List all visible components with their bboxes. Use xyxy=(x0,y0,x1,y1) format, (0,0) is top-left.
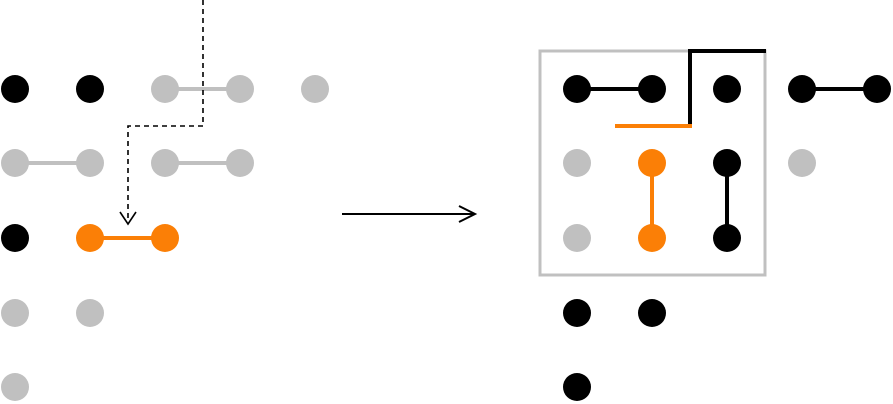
gray-node xyxy=(226,75,254,103)
gray-node xyxy=(226,149,254,177)
black-node xyxy=(638,75,666,103)
orange-node xyxy=(638,149,666,177)
gray-node xyxy=(151,75,179,103)
left-panel xyxy=(1,0,329,401)
black-node xyxy=(713,149,741,177)
gray-node xyxy=(76,299,104,327)
black-node xyxy=(563,299,591,327)
black-node xyxy=(713,75,741,103)
gray-node xyxy=(151,149,179,177)
orange-node xyxy=(638,224,666,252)
orange-node xyxy=(76,224,104,252)
gray-node xyxy=(563,149,591,177)
black-node xyxy=(76,75,104,103)
arrow-head xyxy=(458,205,478,223)
gray-node xyxy=(76,149,104,177)
dashed-arrow-head-icon xyxy=(119,211,137,226)
transition-arrow-icon xyxy=(342,205,478,223)
gray-node xyxy=(788,149,816,177)
gray-node xyxy=(1,299,29,327)
black-node xyxy=(1,224,29,252)
right-panel xyxy=(538,49,891,401)
black-node xyxy=(563,75,591,103)
black-node xyxy=(788,75,816,103)
black-boundary-line xyxy=(688,49,766,126)
gray-node xyxy=(1,373,29,401)
black-node xyxy=(563,373,591,401)
orange-node xyxy=(151,224,179,252)
gray-node xyxy=(1,149,29,177)
black-node xyxy=(1,75,29,103)
gray-node xyxy=(301,75,329,103)
black-node xyxy=(863,75,891,103)
black-node xyxy=(713,224,741,252)
black-node xyxy=(638,299,666,327)
gray-node xyxy=(563,224,591,252)
highlight-region-frame xyxy=(538,49,767,277)
dashed-path xyxy=(127,0,204,222)
